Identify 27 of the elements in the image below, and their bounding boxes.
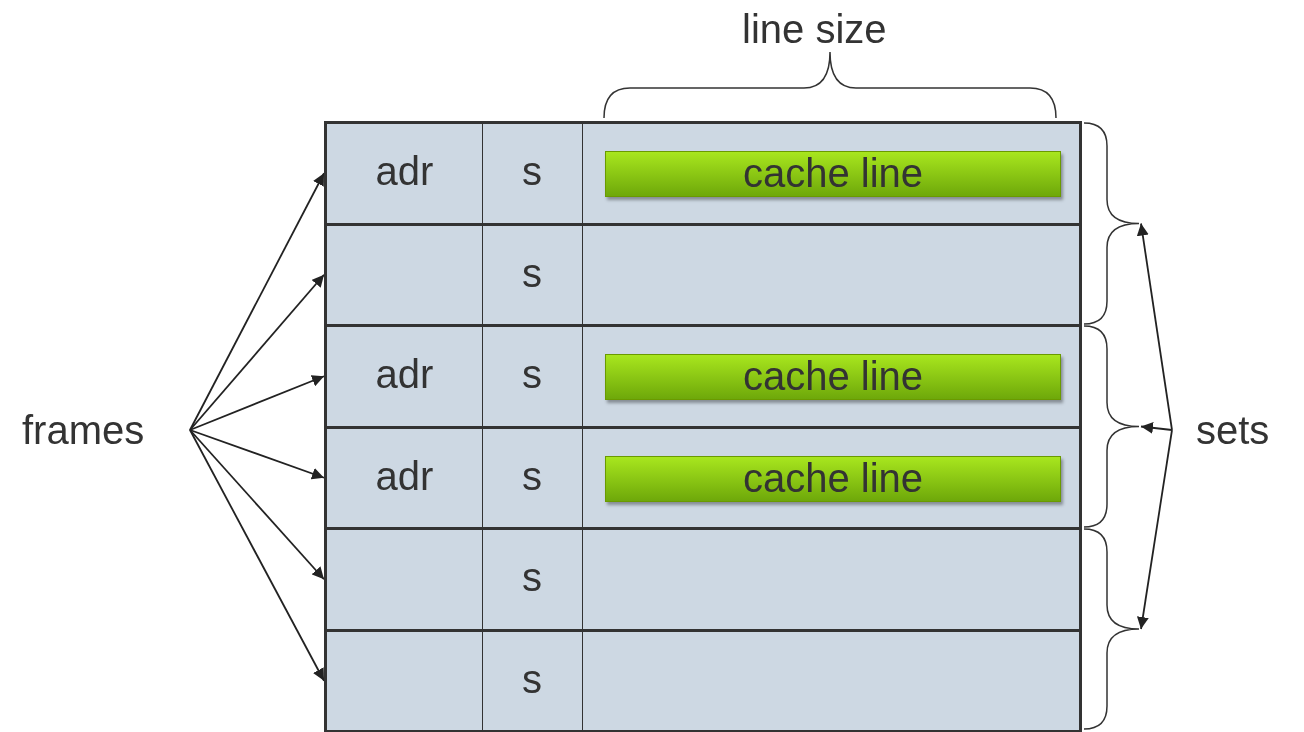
cache-line-bar: cache line [605, 151, 1061, 197]
status-text: s [521, 555, 543, 600]
arrow [1140, 421, 1173, 434]
cache-line-bar: cache line [605, 455, 1061, 502]
arrow [189, 172, 325, 431]
arrow [189, 273, 325, 431]
status-text: s [521, 656, 543, 701]
frame-row [324, 324, 1082, 429]
status-text: s [521, 149, 543, 194]
dimension-label: line size [742, 6, 887, 52]
frame-row [324, 121, 1082, 226]
arrow [189, 429, 325, 682]
arrow [1136, 222, 1173, 431]
address-text: adr [374, 453, 435, 498]
status-text: s [521, 250, 543, 295]
status-text: s [521, 453, 543, 498]
cache-line-bar: cache line [605, 354, 1061, 400]
label-text: frames [22, 407, 172, 453]
status-text: s [521, 352, 543, 397]
arrow [189, 429, 325, 581]
arrow [189, 429, 325, 480]
address-text: adr [374, 149, 435, 194]
arrow [189, 375, 325, 431]
arrow [1136, 429, 1173, 630]
address-text: adr [374, 352, 435, 397]
label-text: sets [1196, 407, 1286, 453]
frame-row [324, 527, 1082, 632]
